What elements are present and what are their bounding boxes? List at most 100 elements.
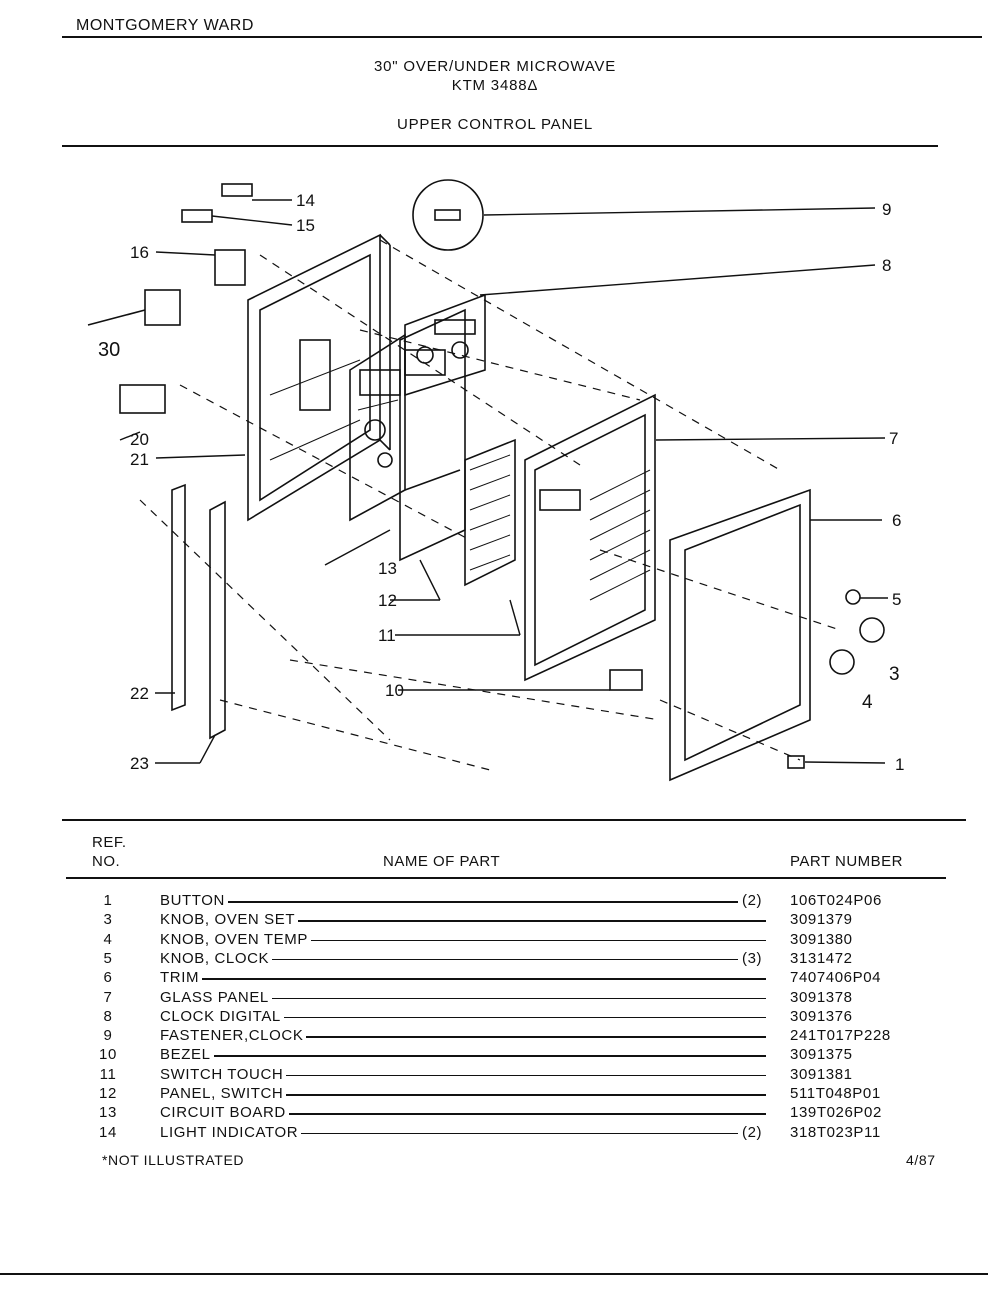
callout-13: 13 [378, 559, 397, 578]
part-name: BEZEL [160, 1046, 214, 1064]
part-name: CIRCUIT BOARD [160, 1104, 289, 1122]
ref-number: 8 [103, 1007, 113, 1025]
part-number: 106T024P06 [790, 892, 882, 909]
small-parts [87, 179, 885, 769]
ref-number: 14 [99, 1123, 117, 1141]
part-quantity: (3) [740, 949, 765, 967]
part-number: 139T026P02 [790, 1104, 882, 1122]
part-number: 3091376 [790, 1007, 853, 1025]
leader-line [200, 920, 766, 922]
ref-number: 6 [103, 969, 113, 987]
callout-6: 6 [892, 511, 901, 530]
ref-number: 7 [103, 988, 113, 1006]
part-name: SWITCH TOUCH [160, 1065, 287, 1083]
ref-number: 12 [99, 1085, 117, 1102]
exploded-parts-diagram: 14 15 9 16 8 30 7 20 21 6 13 5 12 3 11 4… [60, 160, 960, 800]
callout-16: 16 [130, 243, 149, 262]
part-quantity: (2) [740, 892, 765, 909]
ref-number: 4 [103, 930, 113, 948]
table-row: 5 KNOB, CLOCK (3) 3131472 [0, 949, 1000, 969]
callout-5: 5 [892, 590, 901, 609]
callout-20: 20 [130, 430, 149, 449]
leader-line [200, 1036, 766, 1038]
table-row: 11 SWITCH TOUCH 3091381 [0, 1065, 1000, 1085]
ref-number: 9 [103, 1027, 113, 1045]
table-row: 4 KNOB, OVEN TEMP 3091380 [0, 930, 1000, 950]
callout-15: 15 [296, 216, 315, 235]
table-row: 8 CLOCK DIGITAL 3091376 [0, 1007, 1000, 1027]
callout-23: 23 [130, 754, 149, 773]
callout-12: 12 [378, 591, 397, 610]
side-strips [171, 483, 226, 740]
leader-line [200, 1016, 766, 1019]
trim-frame [669, 488, 811, 782]
part-number: 3091378 [790, 988, 853, 1006]
clock-module [404, 293, 486, 397]
callout-1: 1 [895, 755, 904, 774]
leader-line [200, 997, 766, 1000]
page-bottom-rule [0, 1273, 988, 1275]
callout-10: 10 [385, 681, 404, 700]
callout-4: 4 [862, 692, 873, 713]
leader-line [200, 1055, 766, 1057]
touch-switch [464, 438, 516, 587]
footnote: *NOT ILLUSTRATED [102, 1152, 245, 1168]
part-name: CLOCK DIGITAL [160, 1007, 284, 1025]
col-header-name: NAME OF PART [383, 853, 501, 870]
table-row: 9 FASTENER,CLOCK 241T017P228 [0, 1027, 1000, 1046]
model-number: KTM 3488Δ [451, 77, 539, 94]
part-number: 3091380 [790, 930, 853, 948]
part-name: FASTENER,CLOCK [160, 1027, 307, 1045]
leader-line [200, 1132, 738, 1135]
col-header-ref-line1: REF. [92, 834, 127, 851]
ref-number: 5 [103, 949, 113, 967]
part-name: BUTTON [160, 892, 228, 909]
rear-frame [247, 233, 391, 522]
part-name: KNOB, CLOCK [160, 949, 273, 967]
ref-number: 11 [99, 1065, 117, 1083]
part-name: LIGHT INDICATOR [160, 1123, 302, 1141]
callout-8: 8 [882, 256, 891, 275]
col-header-ref-line2: NO. [92, 853, 121, 870]
ref-number: 10 [99, 1046, 117, 1064]
part-name: GLASS PANEL [160, 988, 272, 1006]
leader-line [200, 901, 738, 903]
page-title: 30" OVER/UNDER MICROWAVE [373, 58, 617, 75]
part-number: 3091381 [790, 1065, 853, 1083]
part-name: KNOB, OVEN TEMP [160, 930, 311, 948]
callout-11: 11 [378, 626, 396, 645]
part-name: TRIM [160, 969, 203, 987]
table-header-rule [66, 877, 946, 879]
leader-line [200, 939, 766, 942]
callout-7: 7 [889, 429, 898, 448]
brand-name: MONTGOMERY WARD [76, 17, 254, 34]
table-row: 13 CIRCUIT BOARD 139T026P02 [0, 1104, 1000, 1123]
callout-labels: 14 15 9 16 8 30 7 20 21 6 13 5 12 3 11 4… [98, 191, 904, 774]
leader-line [200, 978, 766, 980]
part-quantity: (2) [740, 1123, 765, 1141]
leader-line [200, 1074, 766, 1077]
callout-21: 21 [130, 450, 149, 469]
callout-14: 14 [296, 191, 315, 210]
callout-3: 3 [889, 664, 900, 685]
section-title: UPPER CONTROL PANEL [396, 116, 594, 133]
part-name: KNOB, OVEN SET [160, 911, 299, 929]
table-row: 7 GLASS PANEL 3091378 [0, 988, 1000, 1008]
glass-panel [524, 393, 656, 682]
leader-line [200, 958, 738, 961]
switch-panel [399, 308, 466, 562]
ref-number: 13 [99, 1104, 117, 1122]
table-top-rule [62, 819, 966, 821]
leader-line [200, 1094, 766, 1096]
ref-number: 3 [103, 911, 113, 929]
callout-30: 30 [98, 339, 120, 361]
title-rule [62, 145, 938, 147]
revision-date: 4/87 [906, 1152, 936, 1168]
part-number: 241T017P228 [790, 1027, 891, 1045]
part-number: 3131472 [790, 949, 853, 967]
